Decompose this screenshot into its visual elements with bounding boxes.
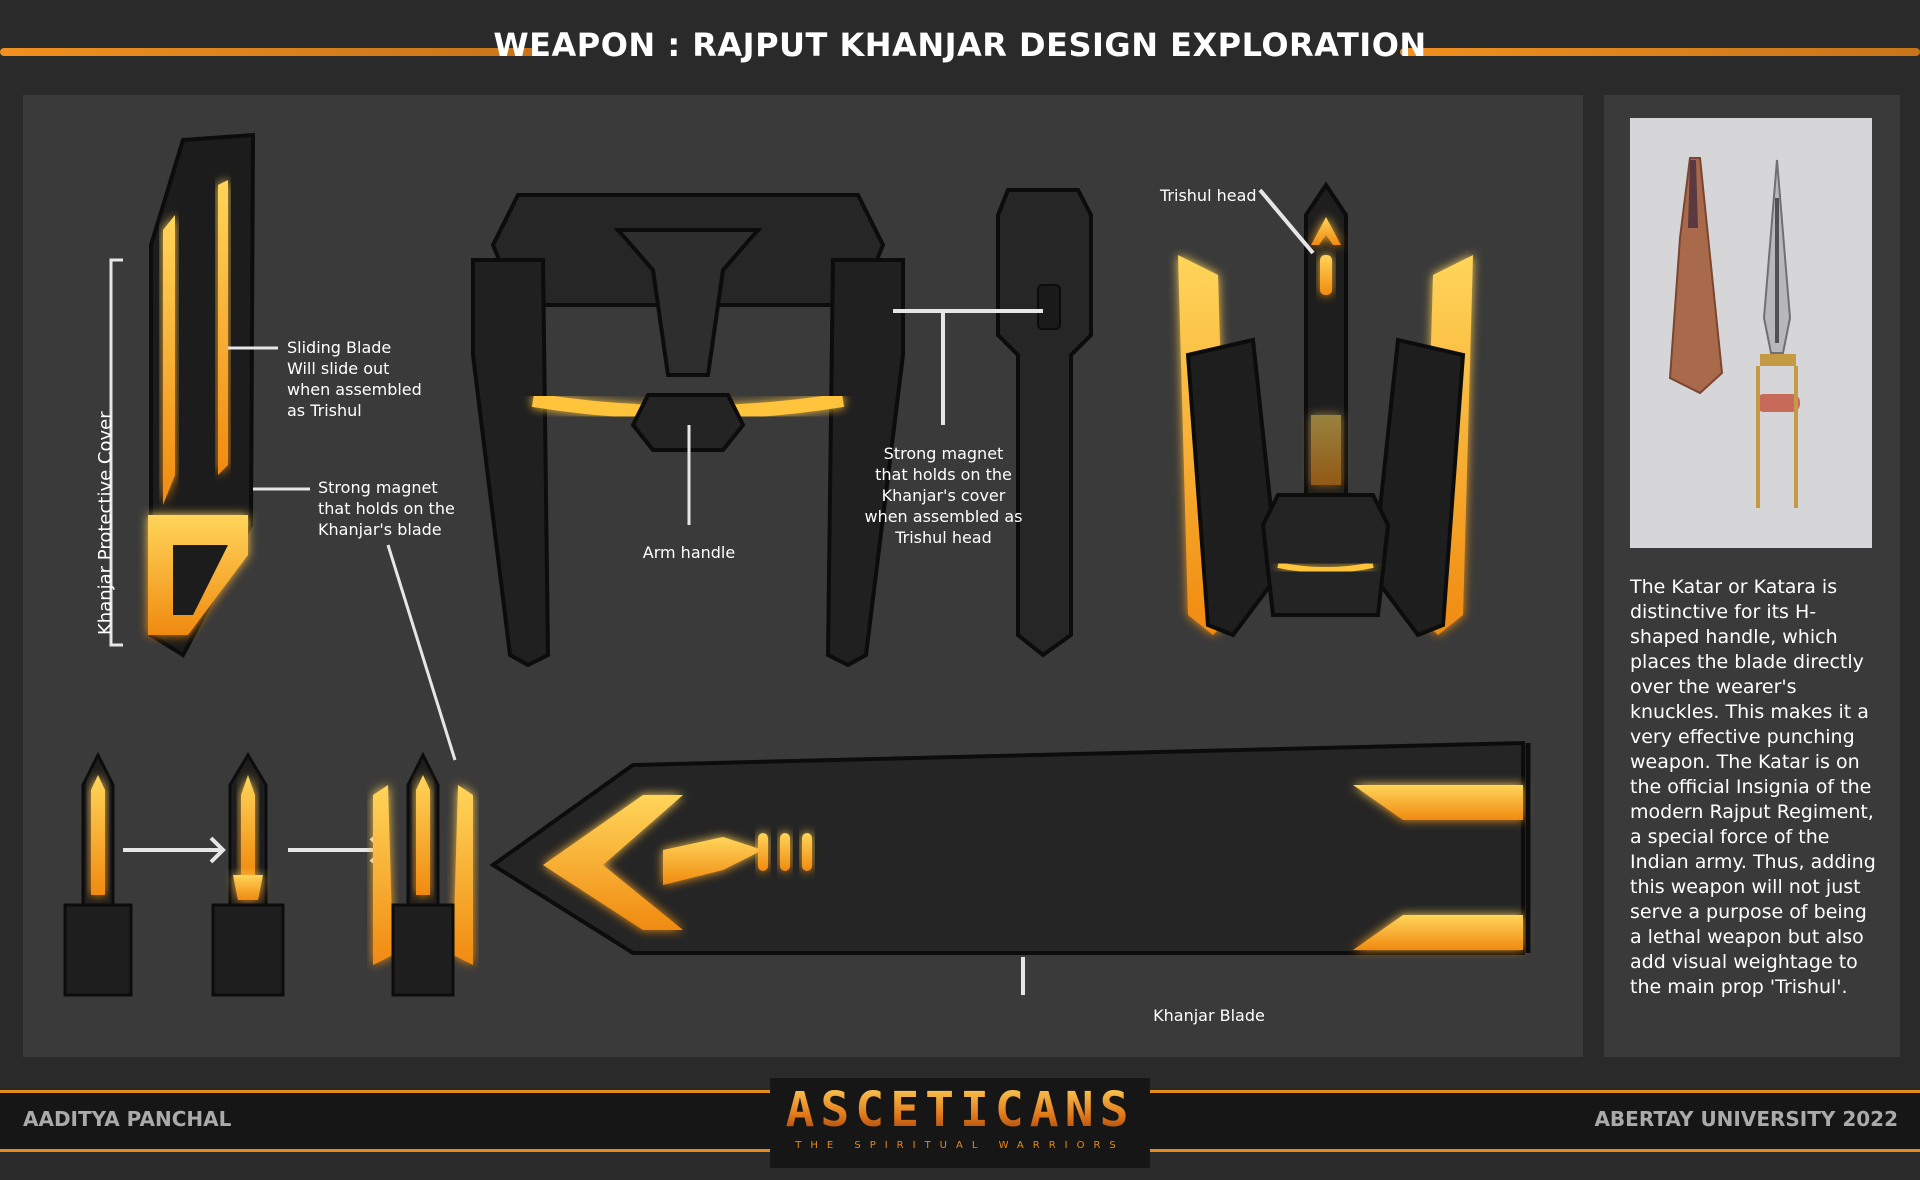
asceticans-logo: ASCETICANS THE SPIRITUAL WARRIORS: [770, 1078, 1150, 1168]
author-name: AADITYA PANCHAL: [23, 1107, 232, 1131]
title-bar: WEAPON : RAJPUT KHANJAR DESIGN EXPLORATI…: [0, 0, 1920, 95]
trishul-head-pointer: [1258, 188, 1315, 255]
protective-cover-label: Khanjar Protective Cover: [95, 411, 116, 635]
concept-panel: Khanjar Protective Cover Sliding Blade W…: [23, 95, 1583, 1057]
page-title: WEAPON : RAJPUT KHANJAR DESIGN EXPLORATI…: [493, 26, 1427, 64]
katar-photo-illustration: [1668, 157, 1800, 508]
protective-cover-drawing: [148, 132, 256, 658]
magnet-blade-label: Strong magnet that holds on the Khanjar'…: [318, 478, 455, 539]
trishul-head-label: Trishul head: [1160, 186, 1257, 205]
logo-title: ASCETICANS: [770, 1084, 1150, 1136]
assembly-step-1: [63, 751, 133, 997]
title-divider-left: [0, 48, 535, 56]
katar-description: The Katar or Katara is distinctive for i…: [1630, 576, 1876, 998]
sliding-blade-label: Sliding Blade Will slide out when assemb…: [287, 338, 422, 420]
trishul-head-drawing: [1178, 181, 1473, 638]
title-divider-right: [1400, 48, 1920, 56]
weapon-illustrations: [63, 132, 1531, 997]
assembly-arrow-1: [123, 836, 226, 864]
institution-name: ABERTAY UNIVERSITY 2022: [1594, 1107, 1898, 1131]
arm-handle-drawing: [471, 193, 905, 668]
arm-handle-label: Arm handle: [642, 543, 736, 562]
handle-side-view-drawing: [996, 188, 1093, 658]
khanjar-blade-label: Khanjar Blade: [1153, 1006, 1265, 1025]
logo-subtitle: THE SPIRITUAL WARRIORS: [795, 1140, 1125, 1151]
khanjar-blade-drawing: [489, 740, 1531, 955]
magnet-blade-leader: [386, 544, 457, 761]
assembly-arrow-2: [288, 836, 386, 864]
reference-panel: The Katar or Katara is distinctive for i…: [1604, 95, 1900, 1057]
cover-bracket: [109, 258, 123, 647]
katar-reference-photo: [1630, 118, 1872, 548]
magnet-cover-label: Strong magnet that holds on the Khanjar'…: [864, 444, 1023, 547]
assembly-step-2: [211, 752, 285, 997]
assembly-step-3: [373, 751, 473, 997]
